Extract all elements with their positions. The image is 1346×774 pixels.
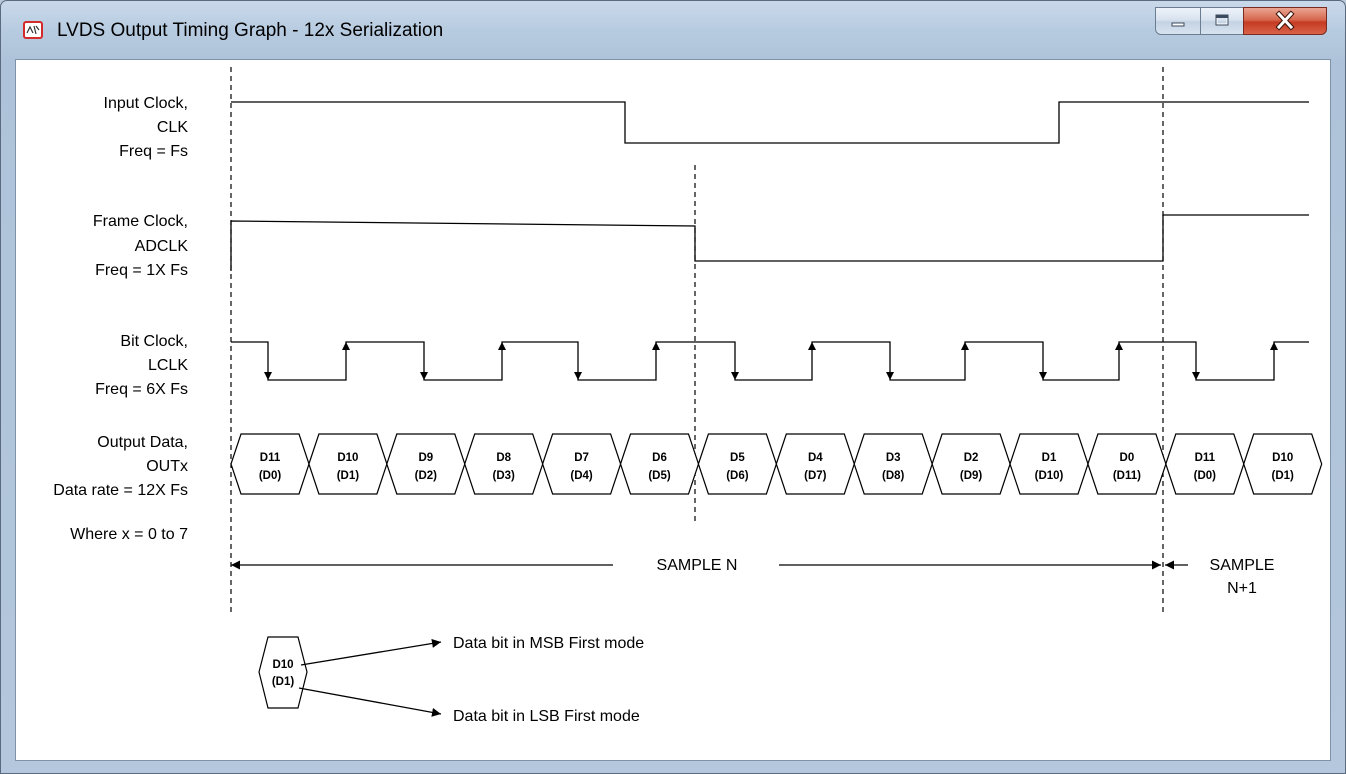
data-cell xyxy=(1165,433,1245,495)
data-cell-bit: D1 xyxy=(1042,452,1057,464)
legend-cell-top: D10 xyxy=(272,659,293,671)
output-data-label: Output Data, xyxy=(97,434,188,451)
data-cell-bit: D8 xyxy=(496,452,511,464)
maximize-icon xyxy=(1215,14,1229,26)
data-cell-bit: D9 xyxy=(418,452,433,464)
data-cell-alt-bit: (D8) xyxy=(882,470,905,482)
msb-label: Data bit in MSB First mode xyxy=(453,635,644,652)
falling-edge-arrow xyxy=(420,372,428,380)
app-icon xyxy=(23,21,43,39)
window-controls xyxy=(1155,7,1335,35)
data-cell-alt-bit: (D5) xyxy=(648,470,671,482)
data-cell xyxy=(1009,433,1089,495)
bit-clock-label: LCLK xyxy=(148,357,188,374)
falling-edge-arrow xyxy=(886,372,894,380)
data-cell xyxy=(541,433,622,495)
data-cell-bit: D7 xyxy=(574,452,589,464)
title-bar[interactable]: LVDS Output Timing Graph - 12x Serializa… xyxy=(1,1,1345,45)
data-cell-alt-bit: (D9) xyxy=(960,470,983,482)
data-cell-alt-bit: (D4) xyxy=(570,470,593,482)
data-cell xyxy=(1087,433,1167,495)
frame-clock-waveform xyxy=(230,214,1309,271)
falling-edge-arrow xyxy=(1192,372,1200,380)
data-cell-alt-bit: (D1) xyxy=(337,470,360,482)
falling-edge-arrow xyxy=(1039,372,1047,380)
data-cell-alt-bit: (D7) xyxy=(804,470,827,482)
data-cell xyxy=(1243,433,1323,495)
input-clock-label: Freq = Fs xyxy=(119,143,188,160)
bit-clock-line xyxy=(231,341,1309,381)
rising-edge-arrow xyxy=(961,342,969,350)
data-cell-bit: D0 xyxy=(1120,452,1135,464)
sample-n1-label: SAMPLE xyxy=(1210,557,1275,574)
falling-edge-arrow xyxy=(731,372,739,380)
data-cell-alt-bit: (D3) xyxy=(493,470,516,482)
sample-n1-label: N+1 xyxy=(1227,580,1257,597)
data-cell-bit: D10 xyxy=(337,452,358,464)
data-cell-bit: D4 xyxy=(808,452,823,464)
bit-clock-waveform xyxy=(231,341,1309,381)
data-cell-alt-bit: (D0) xyxy=(1194,470,1217,482)
data-cell-bit: D10 xyxy=(1272,452,1293,464)
timing-diagram: Input Clock, CLK Freq = Fs Frame Clock, … xyxy=(53,67,1323,725)
data-cell-alt-bit: (D2) xyxy=(415,470,438,482)
data-cell-bit: D5 xyxy=(730,452,745,464)
falling-edge-arrow xyxy=(574,372,582,380)
data-cell xyxy=(931,433,1011,495)
minimize-button[interactable] xyxy=(1155,7,1201,35)
rising-edge-arrow xyxy=(498,342,506,350)
falling-edge-arrow xyxy=(264,372,272,380)
data-cell-alt-bit: (D10) xyxy=(1035,470,1064,482)
output-data-label: Where x = 0 to 7 xyxy=(70,526,188,543)
output-data-cells: D11 (D0) D10 (D1) D9 (D2) D8 (D3) D7 (D4) D6 (D5) D5… xyxy=(230,433,1323,495)
data-cell-bit: D11 xyxy=(1195,452,1216,464)
window-title: LVDS Output Timing Graph - 12x Serializa… xyxy=(57,20,444,41)
msb-arrow xyxy=(300,639,442,666)
input-clock-label: CLK xyxy=(157,119,188,136)
output-data-label: Data rate = 12X Fs xyxy=(53,482,188,499)
frame-clock-label: Frame Clock, xyxy=(93,213,188,230)
lsb-label: Data bit in LSB First mode xyxy=(453,708,640,725)
rising-edge-arrow xyxy=(1115,342,1123,350)
input-clock-label: Input Clock, xyxy=(104,95,188,112)
data-cell-alt-bit: (D0) xyxy=(259,470,282,482)
data-cell-alt-bit: (D11) xyxy=(1113,470,1141,482)
data-cell-alt-bit: (D1) xyxy=(1272,470,1295,482)
input-clock-waveform xyxy=(231,101,1309,144)
rising-edge-arrow xyxy=(652,342,660,350)
data-cell-bit: D3 xyxy=(886,452,901,464)
data-cell xyxy=(619,433,700,495)
rising-edge-arrow xyxy=(342,342,350,350)
data-cell-bit: D6 xyxy=(652,452,667,464)
legend-cell-bottom: (D1) xyxy=(272,676,295,688)
frame-clock-label: Freq = 1X Fs xyxy=(95,262,188,279)
lsb-arrow xyxy=(298,687,442,717)
bit-clock-label: Bit Clock, xyxy=(120,333,188,350)
sample-n-label: SAMPLE N xyxy=(657,557,738,574)
data-cell-bit: D11 xyxy=(260,452,281,464)
minimize-icon xyxy=(1171,22,1185,27)
maximize-button[interactable] xyxy=(1200,7,1244,35)
data-cell xyxy=(386,433,466,495)
data-cell xyxy=(775,433,855,495)
legend-data-cell xyxy=(258,636,308,709)
data-cell xyxy=(697,433,778,495)
data-cell xyxy=(464,433,544,495)
close-icon xyxy=(1275,10,1295,31)
bit-clock-label: Freq = 6X Fs xyxy=(95,381,188,398)
rising-edge-arrow xyxy=(1270,342,1278,350)
data-cell xyxy=(230,433,310,495)
data-cell xyxy=(853,433,933,495)
close-button[interactable] xyxy=(1243,7,1327,35)
rising-edge-arrow xyxy=(808,342,816,350)
data-cell-bit: D2 xyxy=(964,452,979,464)
frame-clock-label: ADCLK xyxy=(135,238,189,255)
data-cell xyxy=(308,433,388,495)
timing-graph-area: Input Clock, CLK Freq = Fs Frame Clock, … xyxy=(15,59,1331,761)
data-cell-alt-bit: (D6) xyxy=(726,470,749,482)
output-data-label: OUTx xyxy=(146,458,188,475)
